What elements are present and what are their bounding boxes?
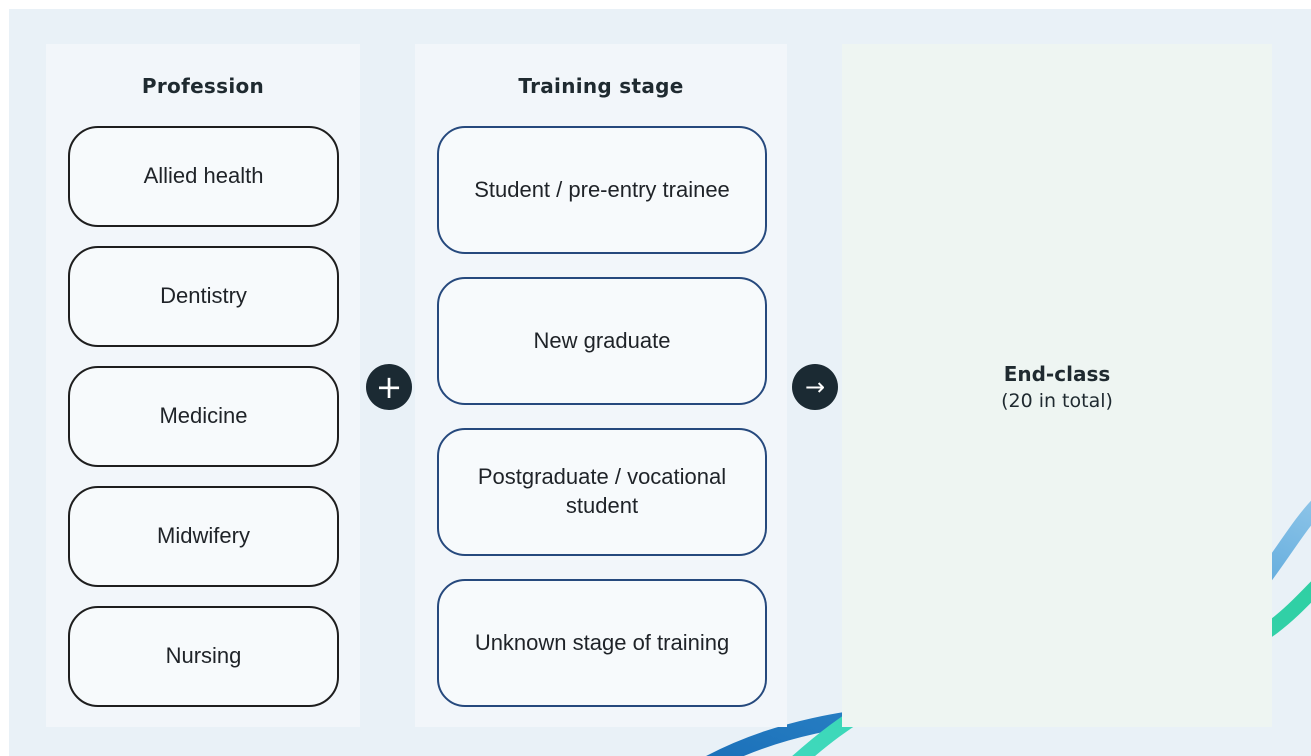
training-stage-title: Training stage (518, 74, 684, 98)
profession-box-dentistry: Dentistry (68, 246, 339, 347)
profession-box-medicine: Medicine (68, 366, 339, 467)
stage-box-postgraduate: Postgraduate / vocational student (437, 428, 767, 556)
end-class-title: End-class (1003, 362, 1111, 386)
stage-box-unknown: Unknown stage of training (437, 579, 767, 707)
plus-icon: + (366, 364, 412, 410)
training-stage-panel: Training stage Student / pre-entry train… (415, 44, 787, 727)
end-class-panel: End-class (20 in total) (842, 44, 1272, 727)
stage-box-new-graduate: New graduate (437, 277, 767, 405)
profession-panel: Profession Allied health Dentistry Medic… (46, 44, 360, 727)
profession-box-nursing: Nursing (68, 606, 339, 707)
end-class-label: End-class (20 in total) (842, 362, 1272, 412)
profession-box-midwifery: Midwifery (68, 486, 339, 587)
profession-title: Profession (141, 74, 265, 98)
profession-box-allied-health: Allied health (68, 126, 339, 227)
diagram-canvas: Profession Allied health Dentistry Medic… (9, 9, 1311, 756)
arrow-right-icon: → (792, 364, 838, 410)
end-class-subtitle: (20 in total) (1001, 390, 1113, 412)
stage-box-student: Student / pre-entry trainee (437, 126, 767, 254)
